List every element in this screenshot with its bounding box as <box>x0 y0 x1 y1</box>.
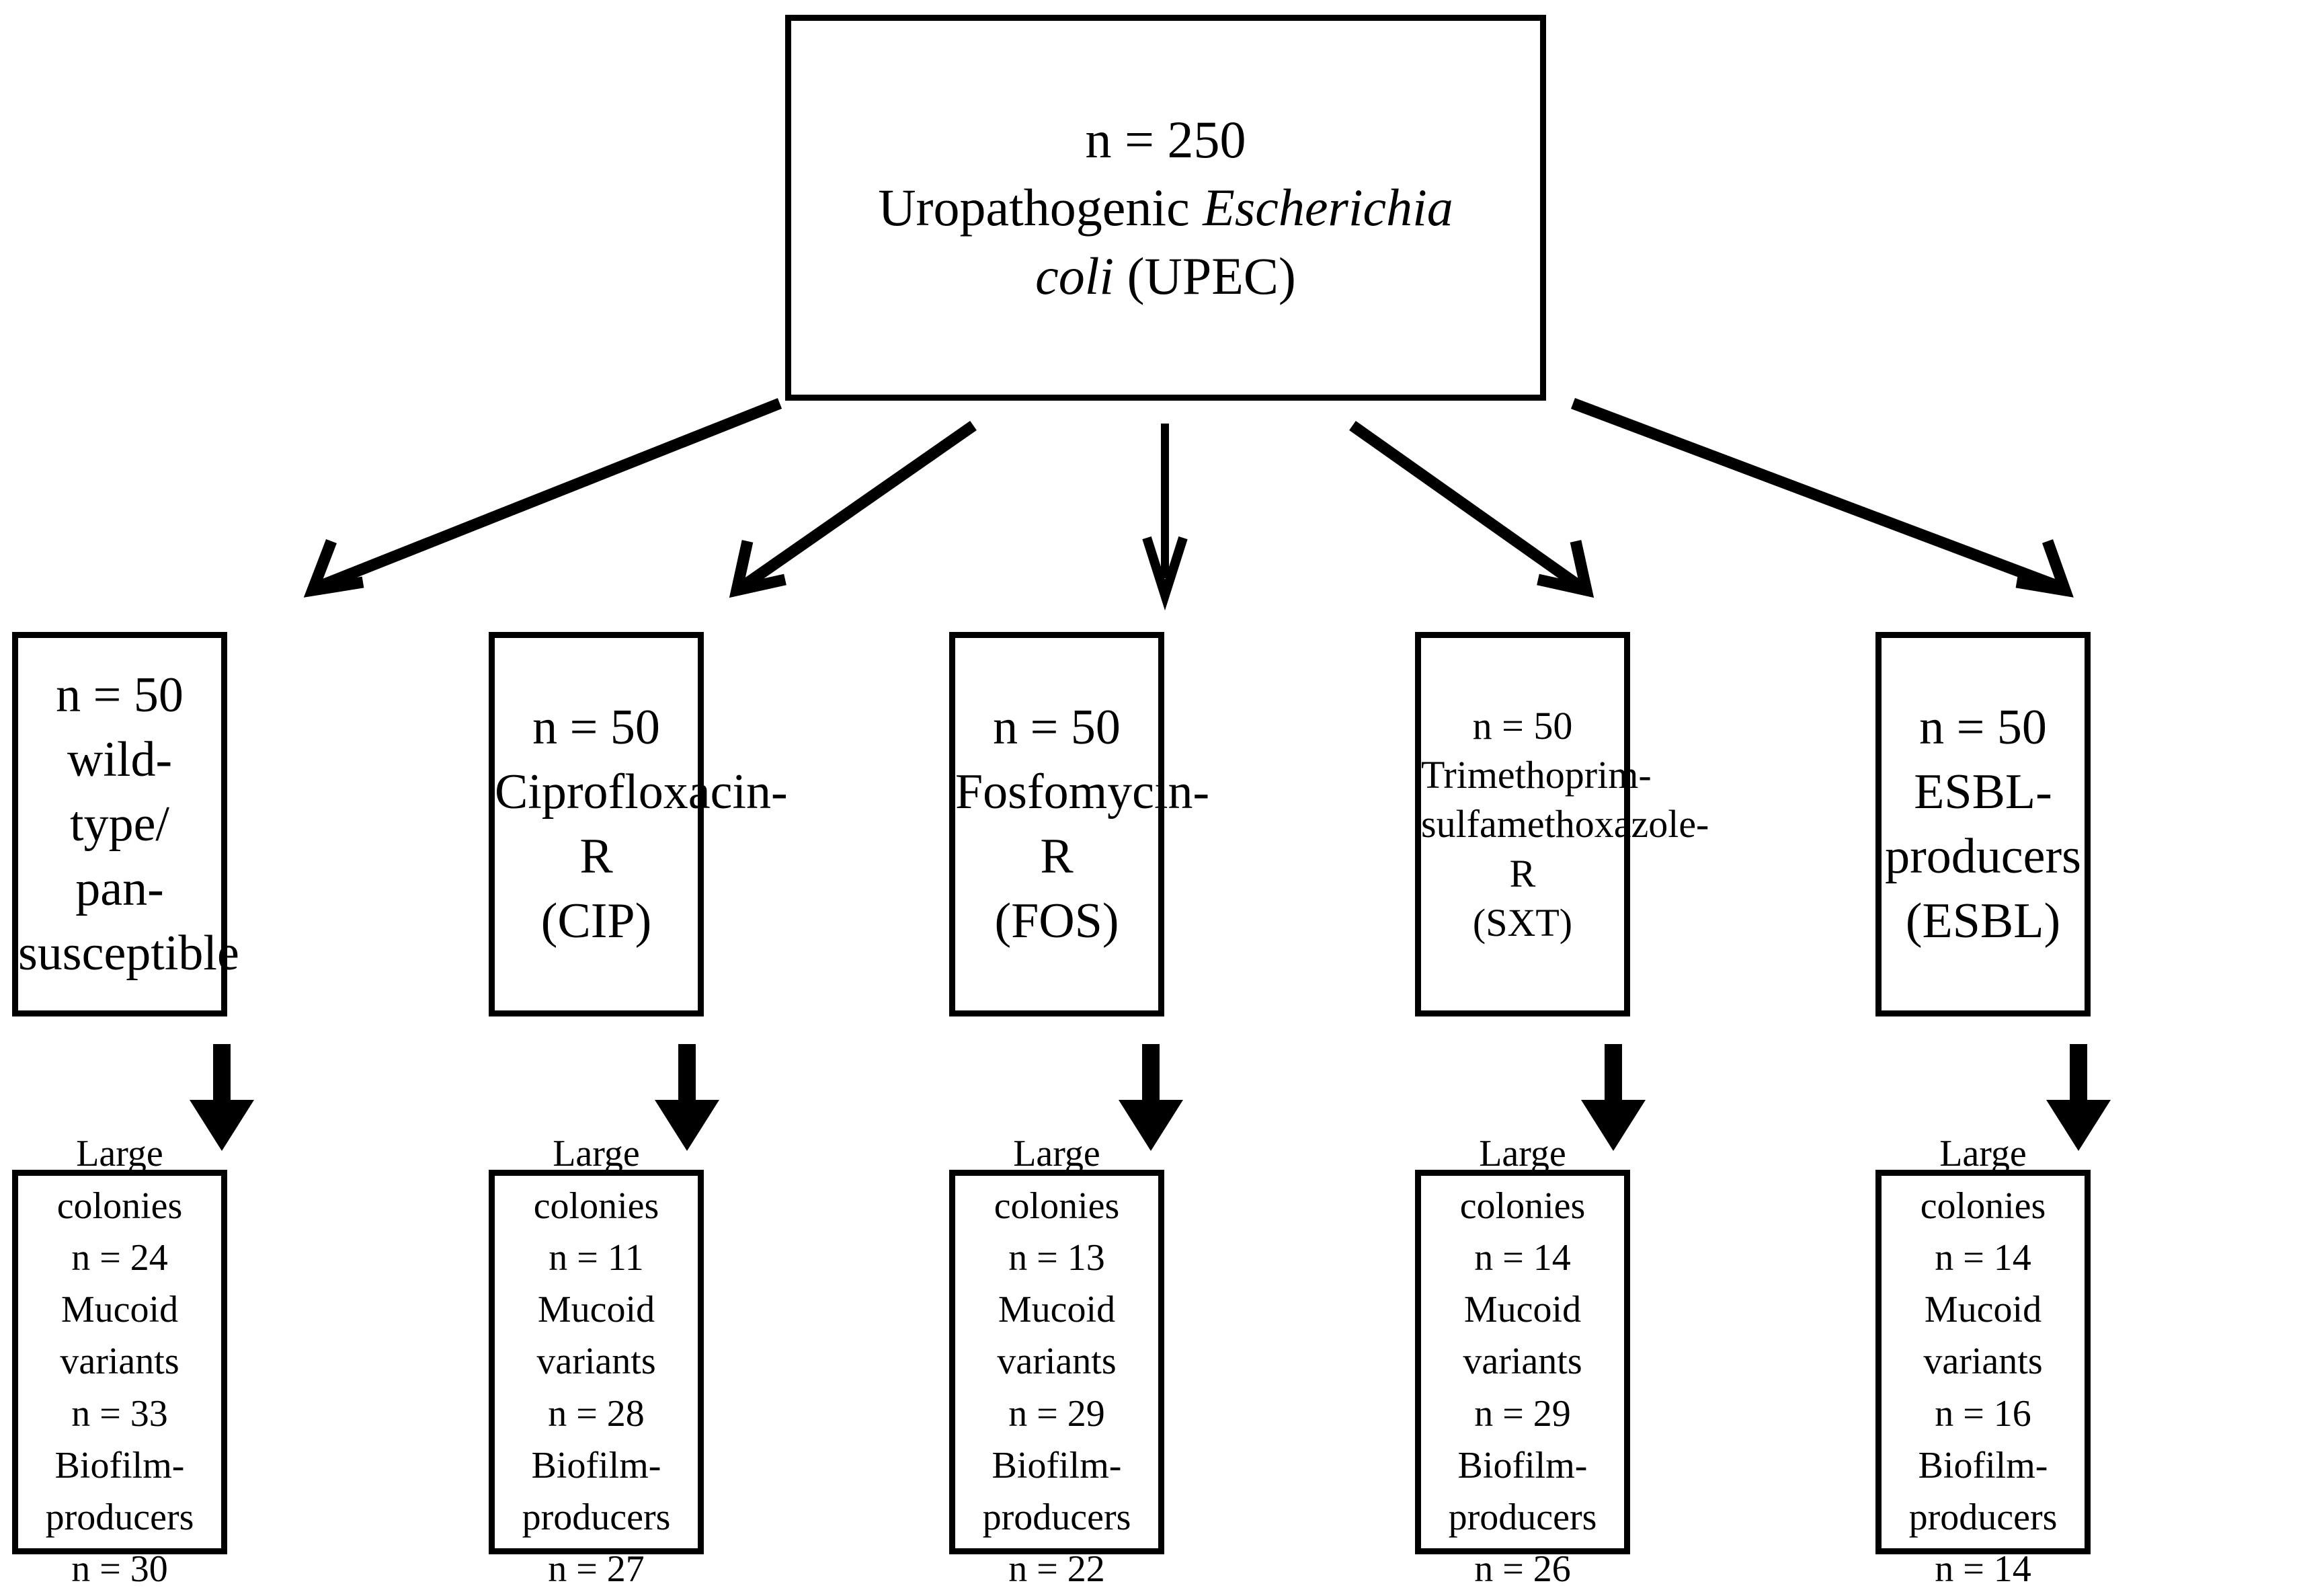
outcome-node-fosfomycin-r[interactable]: Large colonies n = 13 Mucoid variants n … <box>949 1133 1164 1590</box>
outcome-node-esbl-producers[interactable]: Large colonies n = 14 Mucoid variants n … <box>1875 1133 2091 1590</box>
group-label: Ciprofloxacin-R (CIP) <box>495 764 788 949</box>
root-name-plain-2: (UPEC) <box>1114 246 1296 305</box>
root-name-italic-1: Escherichia <box>1203 178 1453 237</box>
group-node-text: n = 50 Trimethoprim- sulfamethoxazole-R (… <box>1416 701 1709 947</box>
group-label: Trimethoprim- sulfamethoxazole-R (SXT) <box>1421 753 1709 945</box>
group-label: ESBL-producers (ESBL) <box>1885 764 2081 949</box>
group-node-wild-type[interactable]: n = 50 wild-type/ pan-susceptible <box>12 632 239 1016</box>
edge-root-to-fosfomycin-r <box>1142 424 1188 611</box>
outcome-node-wild-type[interactable]: Large colonies n = 24 Mucoid variants n … <box>12 1133 227 1590</box>
outcome-node-ciprofloxacin-r[interactable]: Large colonies n = 11 Mucoid variants n … <box>489 1133 704 1590</box>
outcome-node-text: Large colonies n = 13 Mucoid variants n … <box>982 1133 1131 1591</box>
group-node-fosfomycin-r[interactable]: n = 50 Fosfomycin-R (FOS) <box>949 632 1209 1016</box>
outcome-node-text: Large colonies n = 14 Mucoid variants n … <box>1448 1133 1597 1591</box>
group-count-label: n = 50 <box>56 667 184 723</box>
outcome-node-text: Large colonies n = 24 Mucoid variants n … <box>45 1133 194 1591</box>
group-node-text: n = 50 Ciprofloxacin-R (CIP) <box>489 695 788 954</box>
group-count-label: n = 50 <box>1919 699 2047 755</box>
edge-root-to-esbl-producers <box>1571 398 2074 598</box>
group-node-trimethoprim-sulfamethoxazole-r[interactable]: n = 50 Trimethoprim- sulfamethoxazole-R (… <box>1415 632 1709 1016</box>
edge-root-to-wild-type <box>303 398 782 598</box>
root-count-label: n = 250 <box>1085 110 1246 169</box>
group-label: wild-type/ pan-susceptible <box>18 731 239 982</box>
group-count-label: n = 50 <box>532 699 660 755</box>
root-name-italic-2: coli <box>1035 246 1115 305</box>
outcome-node-text: Large colonies n = 11 Mucoid variants n … <box>522 1133 671 1591</box>
root-name-plain-1: Uropathogenic <box>878 178 1203 237</box>
outcome-node-text: Large colonies n = 14 Mucoid variants n … <box>1908 1133 2058 1591</box>
edge-root-to-trimethoprim-sulfamethoxazole-r <box>1349 421 1594 598</box>
outcome-node-trimethoprim-sulfamethoxazole-r[interactable]: Large colonies n = 14 Mucoid variants n … <box>1415 1133 1630 1590</box>
group-node-esbl-producers[interactable]: n = 50 ESBL-producers (ESBL) <box>1875 632 2091 1016</box>
group-label: Fosfomycin-R (FOS) <box>955 764 1210 949</box>
group-count-label: n = 50 <box>1472 704 1573 748</box>
group-count-label: n = 50 <box>993 699 1121 755</box>
group-node-text: n = 50 wild-type/ pan-susceptible <box>13 663 239 986</box>
edge-root-to-ciprofloxacin-r <box>729 421 977 598</box>
group-node-text: n = 50 ESBL-producers (ESBL) <box>1880 695 2087 954</box>
group-node-ciprofloxacin-r[interactable]: n = 50 Ciprofloxacin-R (CIP) <box>489 632 788 1016</box>
group-node-text: n = 50 Fosfomycin-R (FOS) <box>950 695 1209 954</box>
